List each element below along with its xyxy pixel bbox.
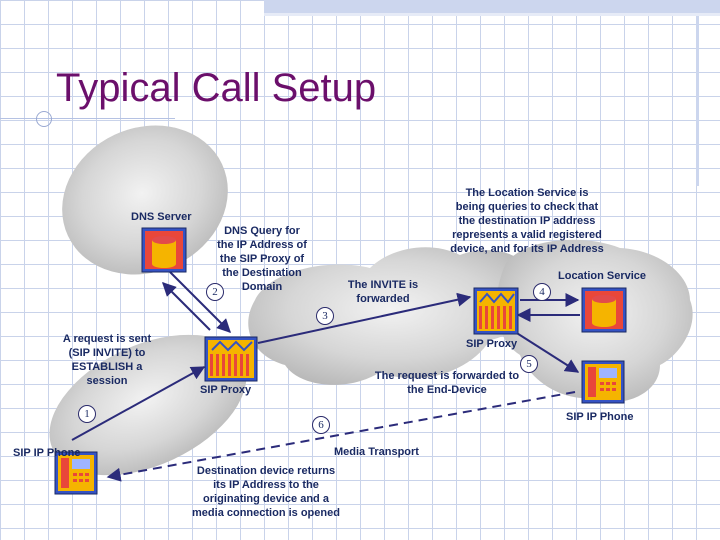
annotation-forwarded-end: The request is forwarded to the End-Devi…: [362, 369, 532, 397]
sip-proxy-label: SIP Proxy: [200, 384, 252, 396]
annotation-media-transport: Media Transport: [334, 446, 419, 458]
annotation-line: Domain: [241, 281, 283, 293]
location-service-icon: [581, 287, 627, 333]
annotation-line: The INVITE is: [347, 279, 419, 291]
title-rule: [0, 118, 175, 119]
arrow-step-6: [106, 391, 576, 482]
side-band: [696, 16, 699, 186]
header-band-shadow: [264, 13, 720, 16]
crosshair-icon: [36, 111, 52, 127]
dns-server-label: DNS Server: [131, 211, 192, 223]
annotation-line: (SIP INVITE) to: [68, 347, 146, 359]
sip-phone-label: SIP IP Phone: [566, 411, 634, 423]
annotation-line: session: [86, 375, 128, 387]
step-number: 1: [78, 405, 96, 423]
annotation-line: The request is forwarded to: [374, 370, 520, 382]
annotation-request-sent: A request is sent (SIP INVITE) to ESTABL…: [52, 332, 162, 388]
slide-title: Typical Call Setup: [56, 66, 377, 110]
arrow-step-2-reply: [162, 282, 211, 331]
annotation-line: the SIP Proxy of: [219, 253, 305, 265]
sip-phone-label: SIP IP Phone: [13, 447, 81, 459]
annotation-line: forwarded: [356, 293, 410, 305]
step-number: 5: [520, 355, 538, 373]
annotation-location-query: The Location Service is being queries to…: [437, 186, 617, 256]
arrow-step-1: [71, 366, 206, 441]
arrow-step-2-query: [169, 271, 231, 333]
annotation-line: being queries to check that: [455, 201, 599, 213]
annotation-line: The Location Service is: [465, 187, 589, 199]
annotation-line: the IP Address of: [217, 239, 307, 251]
annotation-line: the End-Device: [407, 384, 487, 396]
step-number: 3: [316, 307, 334, 325]
step-number: 2: [206, 283, 224, 301]
annotation-line: represents a valid registered: [452, 229, 602, 241]
location-service-label: Location Service: [558, 270, 647, 282]
sip-proxy-icon: [473, 287, 519, 335]
annotation-line: the Destination: [222, 267, 302, 279]
annotation-dns-query: DNS Query for the IP Address of the SIP …: [206, 224, 318, 294]
dns-server-icon: [141, 227, 187, 273]
annotation-line: A request is sent: [62, 333, 152, 345]
header-band: [264, 0, 720, 13]
annotation-invite-forwarded: The INVITE is forwarded: [333, 278, 433, 306]
sip-proxy-label: SIP Proxy: [466, 338, 518, 350]
sip-proxy-icon: [204, 336, 258, 382]
annotation-destination-returns: Destination device returns its IP Addres…: [180, 464, 352, 520]
transit-cloud: [248, 247, 535, 385]
phone-icon: [54, 451, 98, 495]
annotation-line: device, and for its IP Address: [450, 243, 604, 255]
step-number: 4: [533, 283, 551, 301]
arrow-step-3: [257, 292, 472, 344]
annotation-line: its IP Address to the: [213, 479, 319, 491]
annotation-line: DNS Query for: [224, 225, 300, 237]
arrow-step-5: [511, 329, 580, 373]
step-number: 6: [312, 416, 330, 434]
annotation-line: media connection is opened: [192, 507, 340, 519]
annotation-line: the destination IP address: [458, 215, 596, 227]
annotation-line: ESTABLISH a: [71, 361, 143, 373]
annotation-line: originating device and a: [203, 493, 329, 505]
phone-icon: [581, 360, 625, 404]
annotation-line: Destination device returns: [196, 465, 336, 477]
